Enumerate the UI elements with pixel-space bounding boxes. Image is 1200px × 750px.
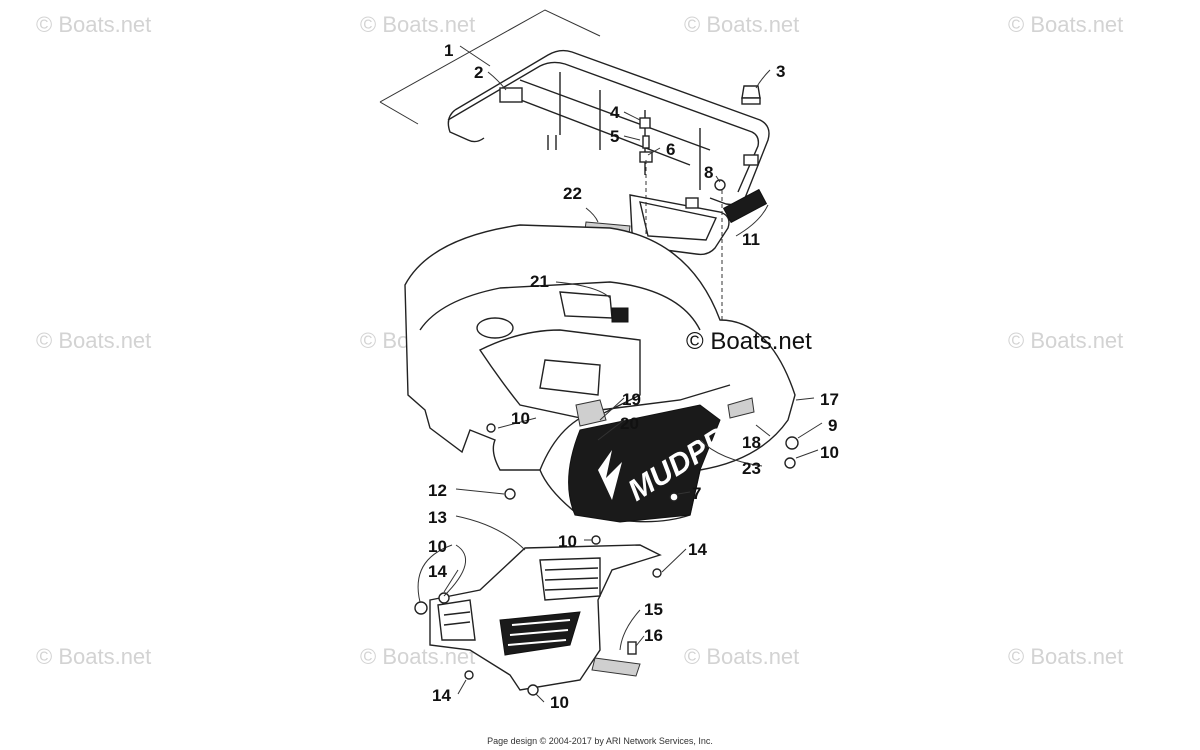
washer <box>784 457 796 469</box>
watermark: © Boats.net <box>36 12 152 37</box>
callout-18: 18 <box>742 433 761 452</box>
callout-10: 10 <box>820 443 839 462</box>
mudpro-decal: MUDPRO <box>568 397 755 523</box>
bracket-line <box>379 9 601 103</box>
watermark: © Boats.net <box>1008 328 1124 353</box>
callout-23: 23 <box>742 459 761 478</box>
callout-2: 2 <box>474 63 483 82</box>
callout-9: 9 <box>828 416 837 435</box>
callout-10: 10 <box>550 693 569 712</box>
washer <box>669 492 679 502</box>
callout-12: 12 <box>428 481 447 500</box>
callout-16: 16 <box>644 626 663 645</box>
callout-11: 11 <box>742 230 760 249</box>
callout-10: 10 <box>558 532 577 551</box>
callout-6: 6 <box>666 140 675 159</box>
leader-lines <box>417 45 823 703</box>
callout-3: 3 <box>776 62 785 81</box>
callout-22: 22 <box>563 184 582 203</box>
washer <box>438 592 450 604</box>
callout-5: 5 <box>610 127 619 146</box>
callout-20: 20 <box>620 414 639 433</box>
hardware-cap <box>741 85 761 105</box>
watermark: © Boats.net <box>684 644 800 669</box>
rear-rack <box>447 49 770 256</box>
watermark: © Boats.net <box>36 644 152 669</box>
callout-4: 4 <box>610 103 620 122</box>
washer <box>504 488 516 500</box>
trim-strip <box>591 657 641 677</box>
callout-17: 17 <box>820 390 839 409</box>
callout-15: 15 <box>644 600 663 619</box>
callout-10: 10 <box>511 409 530 428</box>
callout-8: 8 <box>704 163 713 182</box>
washer <box>464 670 474 680</box>
footer-credit: Page design © 2004-2017 by ARI Network S… <box>487 736 713 746</box>
callout-10: 10 <box>428 537 447 556</box>
screw <box>627 641 637 655</box>
callout-1: 1 <box>444 41 453 60</box>
watermark: © Boats.net <box>36 328 152 353</box>
callout-14: 14 <box>432 686 451 705</box>
callout-21: 21 <box>530 272 549 291</box>
watermark: © Boats.net <box>684 12 800 37</box>
washer <box>652 568 662 578</box>
footwell <box>429 544 662 691</box>
washer <box>591 535 601 545</box>
callout-7: 7 <box>692 484 701 503</box>
washer <box>414 601 428 615</box>
callout-14: 14 <box>428 562 447 581</box>
watermark: © Boats.net <box>1008 644 1124 669</box>
watermark: © Boats.net <box>1008 12 1124 37</box>
watermark: © Boats.net <box>360 12 476 37</box>
washer <box>527 684 539 696</box>
callouts: 1 2 3 4 5 6 8 22 11 21 17 19 20 9 10 18 … <box>428 41 839 712</box>
callout-13: 13 <box>428 508 447 527</box>
callout-14: 14 <box>688 540 707 559</box>
callout-19: 19 <box>622 390 641 409</box>
center-watermark: © Boats.net <box>686 328 812 355</box>
bracket-line <box>379 101 419 125</box>
washer <box>486 423 496 433</box>
washer <box>785 436 799 450</box>
